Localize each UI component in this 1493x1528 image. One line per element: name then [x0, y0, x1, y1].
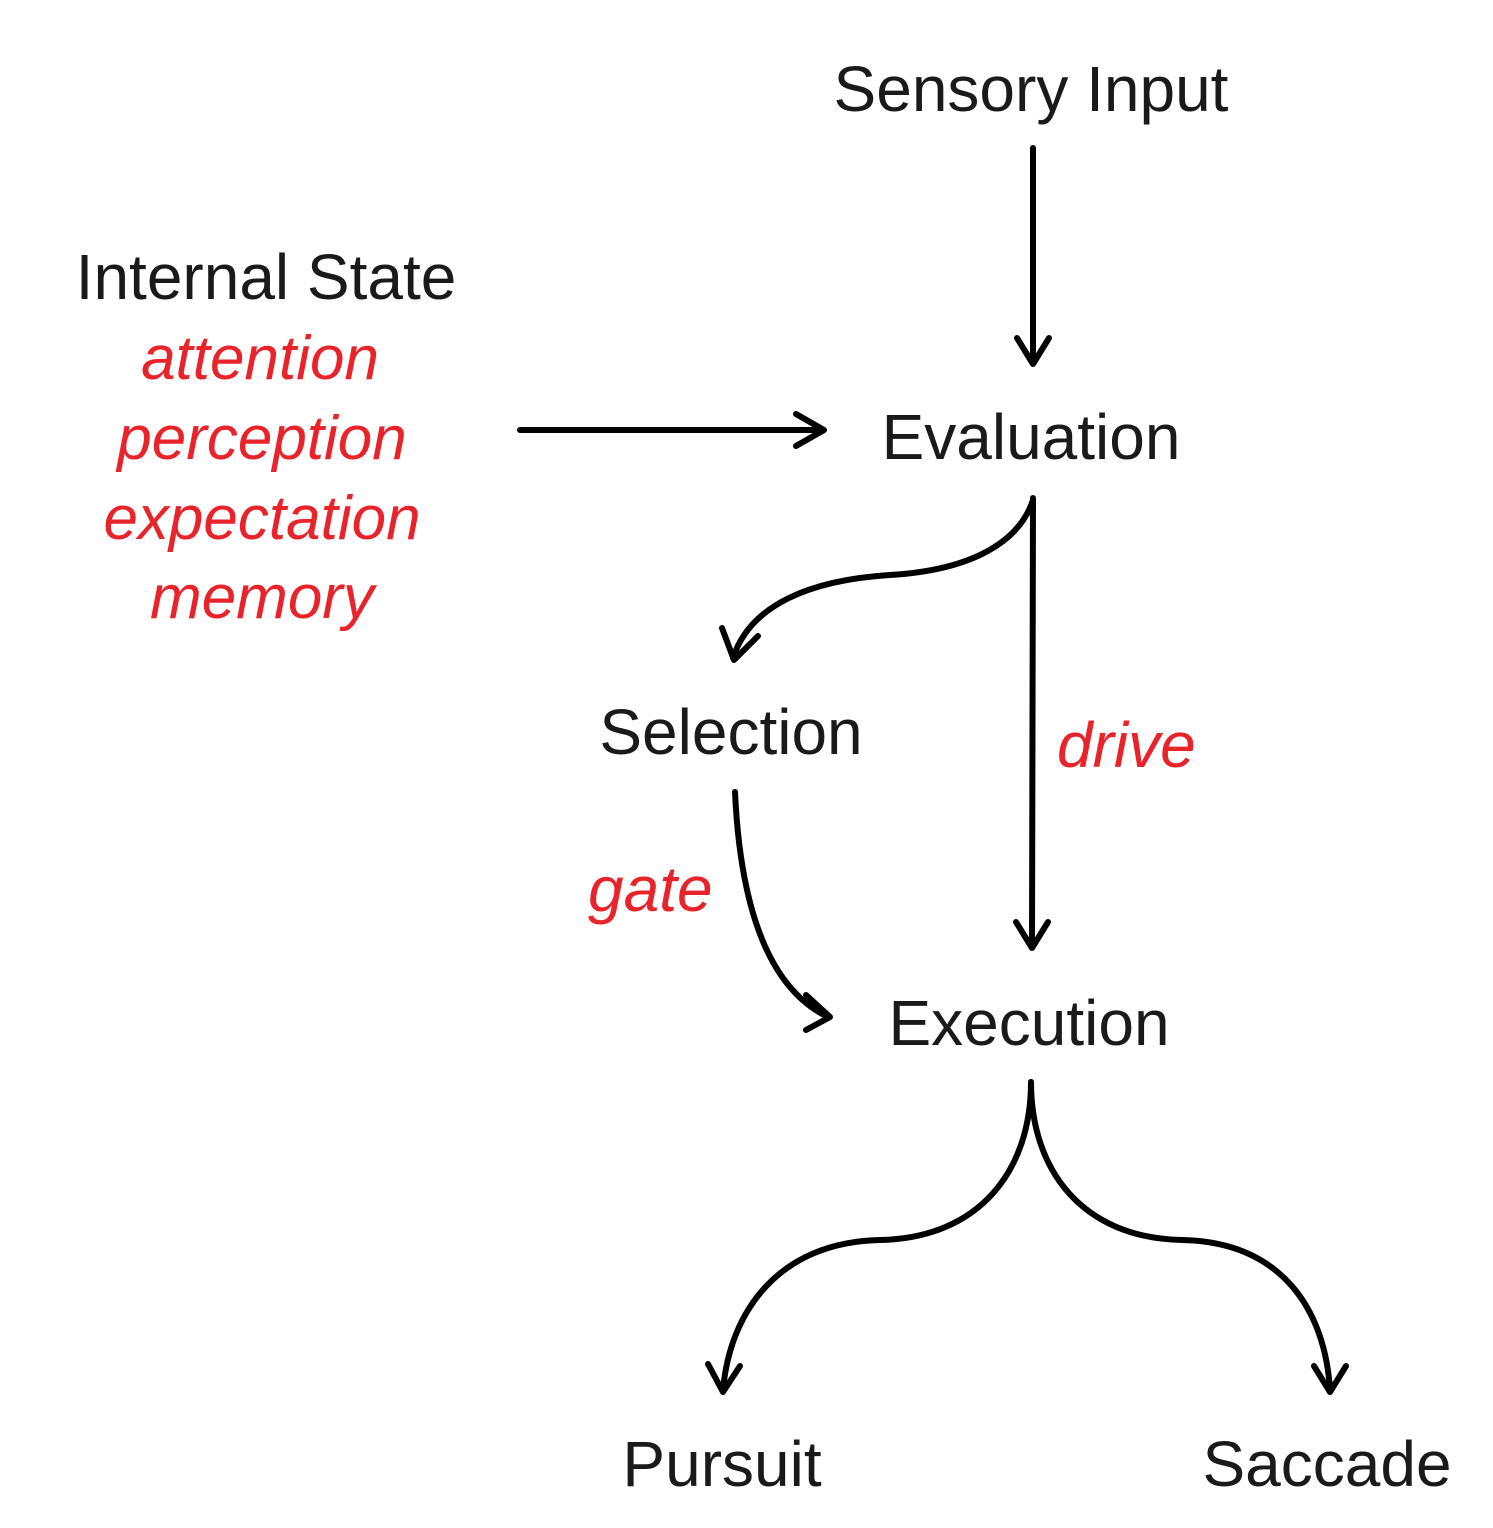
arrowhead-execution-left	[803, 992, 833, 1033]
edge-label-drive: drive	[1057, 709, 1196, 781]
factor-expectation: expectation	[103, 484, 421, 553]
edge-label-gate: gate	[588, 853, 713, 925]
node-execution: Execution	[888, 987, 1170, 1059]
arrow-execution-to-pursuit	[720, 1079, 1034, 1393]
node-internal-state: Internal State	[75, 241, 457, 313]
factor-memory: memory	[150, 563, 374, 632]
node-selection: Selection	[599, 696, 863, 768]
arrowhead-saccade	[1311, 1363, 1349, 1395]
arrowhead-pursuit	[705, 1361, 743, 1395]
factor-attention: attention	[141, 324, 379, 393]
arrowhead-evaluation-top	[1014, 335, 1052, 367]
arrowhead-evaluation-left	[793, 411, 827, 449]
arrow-execution-to-saccade	[1028, 1079, 1333, 1393]
arrow-evaluation-to-execution	[1029, 495, 1036, 949]
arrow-selection-to-execution	[732, 789, 829, 1019]
node-pursuit: Pursuit	[622, 1428, 822, 1500]
node-saccade: Saccade	[1202, 1428, 1452, 1500]
arrowhead-execution-top	[1013, 919, 1051, 951]
arrow-evaluation-to-selection	[730, 497, 1036, 661]
node-sensory-input: Sensory Input	[833, 53, 1229, 125]
node-evaluation: Evaluation	[881, 401, 1181, 473]
factor-perception: perception	[117, 404, 407, 473]
arrowhead-selection	[719, 625, 761, 663]
